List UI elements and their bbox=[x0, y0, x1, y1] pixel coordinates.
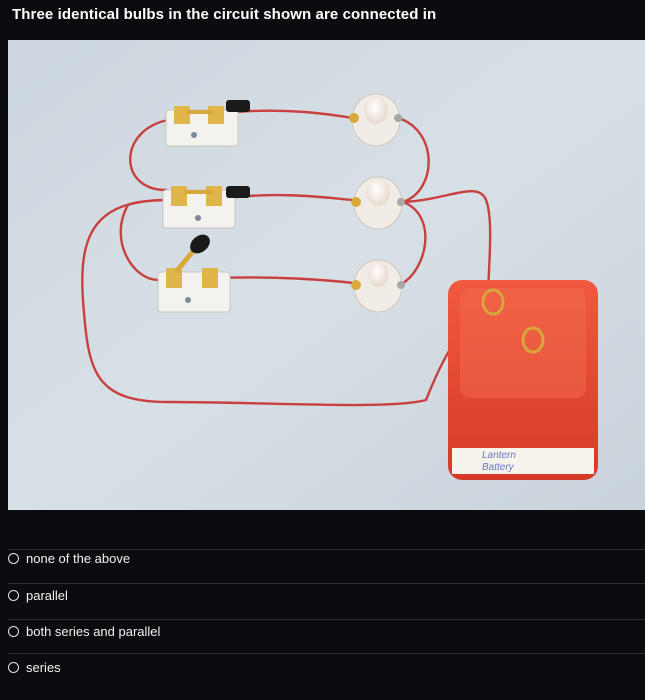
radio-button-icon[interactable] bbox=[8, 589, 19, 601]
option-label: parallel bbox=[26, 587, 68, 603]
option-divider bbox=[8, 653, 645, 654]
radio-button-icon[interactable] bbox=[8, 552, 19, 564]
option-parallel[interactable]: parallel bbox=[8, 583, 68, 607]
radio-button-icon[interactable] bbox=[8, 625, 19, 637]
knife-switch-middle bbox=[162, 186, 250, 229]
option-divider bbox=[8, 549, 645, 550]
circuit-wires bbox=[81, 109, 492, 407]
option-label: both series and parallel bbox=[26, 623, 161, 639]
lantern-battery: Lantern Battery bbox=[448, 280, 598, 480]
option-label: series bbox=[26, 659, 61, 675]
battery-label-line2: Battery bbox=[482, 462, 515, 473]
knife-switch-top bbox=[165, 100, 250, 147]
option-label: none of the above bbox=[26, 550, 131, 566]
option-divider bbox=[8, 583, 645, 584]
question-text: Three identical bulbs in the circuit sho… bbox=[12, 6, 437, 23]
option-series[interactable]: series bbox=[8, 655, 61, 679]
option-both-series-and-parallel[interactable]: both series and parallel bbox=[8, 619, 160, 643]
battery-label-line1: Lantern bbox=[482, 450, 516, 461]
bulb-top bbox=[349, 93, 402, 147]
knife-switch-bottom-open bbox=[157, 234, 231, 313]
option-divider bbox=[8, 619, 645, 620]
option-none-of-the-above[interactable]: none of the above bbox=[8, 546, 130, 570]
circuit-photo: Lantern Battery bbox=[8, 40, 645, 510]
bulb-bottom bbox=[351, 259, 405, 313]
bulb-middle bbox=[351, 176, 405, 230]
radio-button-icon[interactable] bbox=[8, 661, 19, 673]
